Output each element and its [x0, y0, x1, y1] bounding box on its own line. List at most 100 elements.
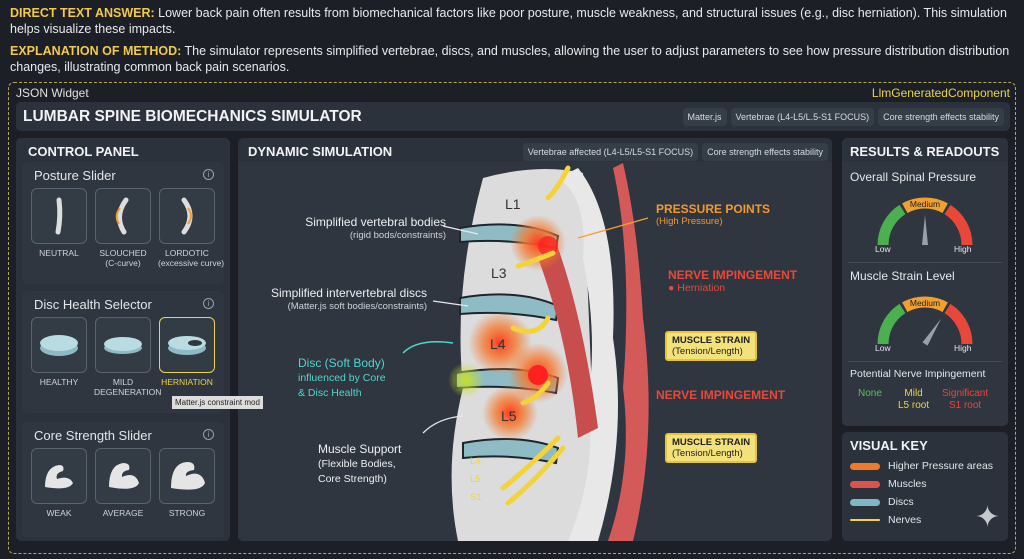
key-item: Nerves: [850, 514, 993, 526]
method-explanation: EXPLANATION OF METHOD: The simulator rep…: [10, 43, 1010, 75]
spine-slouched-icon: [95, 188, 151, 244]
disc-herniation-icon: [159, 317, 215, 373]
component-label: LlmGeneratedComponent: [871, 86, 1010, 100]
arm-weak-icon: [31, 448, 87, 504]
tooltip: Matter.js constraint mod: [172, 396, 263, 409]
widget-frame: [8, 82, 1016, 554]
vertebra-label: L3: [491, 265, 507, 281]
gauge-low-label: Low: [875, 244, 891, 254]
option-label: WEAK: [46, 508, 72, 518]
method-text: The simulator represents simplified vert…: [10, 44, 1010, 74]
key-item: Higher Pressure areas: [850, 460, 993, 472]
nerve-impingement-label-2: NERVE IMPINGEMENT: [656, 388, 786, 402]
disc-healthy[interactable]: HEALTHY: [30, 317, 88, 387]
chip-matterjs: Matter.js: [682, 108, 727, 126]
muscle-strain-tag: MUSCLE STRAIN(Tension/Length): [665, 331, 758, 361]
pressure-title: Overall Spinal Pressure: [850, 170, 977, 184]
posture-slider: Posture Slider i NEUTRAL SLOUCHED (C-cur…: [22, 162, 224, 284]
muscle-support-label: Muscle Support(Flexible Bodies,Core Stre…: [318, 442, 402, 485]
option-label: MILD DEGENERATION: [94, 377, 162, 397]
gauge-high-label: High: [954, 343, 972, 353]
key-label: Higher Pressure areas: [888, 460, 994, 472]
app-title: LUMBAR SPINE BIOMECHANICS SIMULATOR: [23, 108, 362, 125]
option-label: HERNIATION: [161, 377, 213, 387]
answer-text: Lower back pain often results from biome…: [10, 6, 1007, 36]
chip-vertebrae-affected: Vertebrae affected (L4-L5/L5-S1 FOCUS): [522, 143, 699, 161]
option-label: STRONG: [168, 508, 206, 518]
answer-label: DIRECT TEXT ANSWER:: [10, 6, 155, 20]
core-strong[interactable]: STRONG: [158, 448, 216, 518]
visual-key-title: VISUAL KEY: [850, 438, 928, 453]
nerve-impingement-label: NERVE IMPINGEMENT● Herniation: [668, 268, 798, 294]
option-label: HEALTHY: [39, 377, 79, 387]
nerve-none: None: [858, 388, 882, 399]
arm-strong-icon: [159, 448, 215, 504]
key-item: Muscles: [850, 478, 993, 490]
simulation-title: DYNAMIC SIMULATION: [248, 144, 393, 159]
pressure-gauge: Medium: [877, 197, 973, 246]
info-icon[interactable]: i: [203, 169, 214, 180]
soft-body-disc-label: Disc (Soft Body)influenced by Core& Disc…: [298, 356, 386, 399]
spine-illustration: [402, 163, 649, 541]
option-label: NEUTRAL: [39, 248, 79, 258]
gauge-high-label: High: [954, 244, 972, 254]
method-label: EXPLANATION OF METHOD:: [10, 44, 182, 58]
posture-slouched[interactable]: SLOUCHED (C-curve): [94, 188, 152, 268]
info-icon[interactable]: i: [203, 298, 214, 309]
sparkle-icon: ✦: [974, 501, 1000, 534]
control-panel: CONTROL PANEL Posture Slider i NEUTRAL S…: [16, 138, 263, 541]
disc-health-selector: Disc Health Selector i HEALTHY MILD DEGE…: [22, 291, 263, 413]
chip-vertebrae: Vertebrae (L4-L5/L.5-S1 FOCUS): [730, 108, 875, 126]
results-title: RESULTS & READOUTS: [850, 144, 1000, 159]
vertebra-label: L4: [490, 336, 506, 352]
disc-mild-icon: [95, 317, 151, 373]
spine-lordotic-icon: [159, 188, 215, 244]
info-icon[interactable]: i: [203, 429, 214, 440]
gauge-needle: [922, 215, 928, 245]
key-label: Discs: [888, 496, 914, 508]
gauge-mid-label: Medium: [910, 199, 940, 209]
disc-title: Disc Health Selector: [34, 297, 152, 312]
pressure-points-label: PRESSURE POINTS(High Pressure): [656, 202, 771, 227]
simulation-panel: DYNAMIC SIMULATION Vertebrae affected (L…: [238, 138, 832, 541]
disc-mild[interactable]: MILD DEGENERATION: [94, 317, 162, 397]
posture-neutral[interactable]: NEUTRAL: [30, 188, 88, 258]
arm-average-icon: [95, 448, 151, 504]
key-item: Discs: [850, 496, 993, 508]
discs-label: Simplified intervertebral discs(Matter.j…: [270, 286, 427, 312]
option-label: SLOUCHED (C-curve): [99, 248, 147, 268]
spine-neutral-icon: [31, 188, 87, 244]
nerve-title: Potential Nerve Impingement: [850, 368, 986, 380]
vertebral-bodies-label: Simplified vertebral bodies(rigid bods/c…: [305, 215, 446, 241]
gauge-needle: [922, 318, 942, 346]
widget-label: JSON Widget: [16, 86, 89, 100]
muscle-title: Muscle Strain Level: [850, 269, 955, 283]
disc-herniation[interactable]: HERNIATION: [158, 317, 216, 387]
posture-title: Posture Slider: [34, 168, 116, 183]
results-panel: RESULTS & READOUTS Overall Spinal Pressu…: [842, 138, 1008, 426]
key-label: Nerves: [888, 514, 922, 526]
muscle-strain-tag-2: MUSCLE STRAIN(Tension/Length): [665, 433, 758, 463]
key-label: Muscles: [888, 478, 927, 490]
vertebra-label: L1: [505, 196, 521, 212]
muscle-gauge: Medium: [877, 296, 973, 346]
gauge-low-label: Low: [875, 343, 891, 353]
pressure-points: [448, 215, 568, 441]
vertebra-label: L5: [501, 408, 517, 424]
key-swatch: [850, 498, 880, 506]
option-label: LORDOTIC (excessive curve): [158, 248, 225, 268]
key-swatch: [850, 480, 880, 488]
chip-core: Core strength effects stability: [878, 108, 1004, 126]
direct-answer: DIRECT TEXT ANSWER: Lower back pain ofte…: [10, 5, 1010, 37]
key-swatch: [850, 462, 880, 470]
core-title: Core Strength Slider: [34, 428, 152, 443]
control-panel-title: CONTROL PANEL: [28, 144, 139, 159]
core-weak[interactable]: WEAK: [30, 448, 88, 518]
core-strength-slider: Core Strength Slider i WEAK AVERAGE STRO…: [22, 422, 224, 537]
core-average[interactable]: AVERAGE: [94, 448, 152, 518]
chip-core-stability: Core strength effects stability: [702, 143, 828, 161]
posture-lordotic[interactable]: LORDOTIC (excessive curve): [158, 188, 225, 268]
